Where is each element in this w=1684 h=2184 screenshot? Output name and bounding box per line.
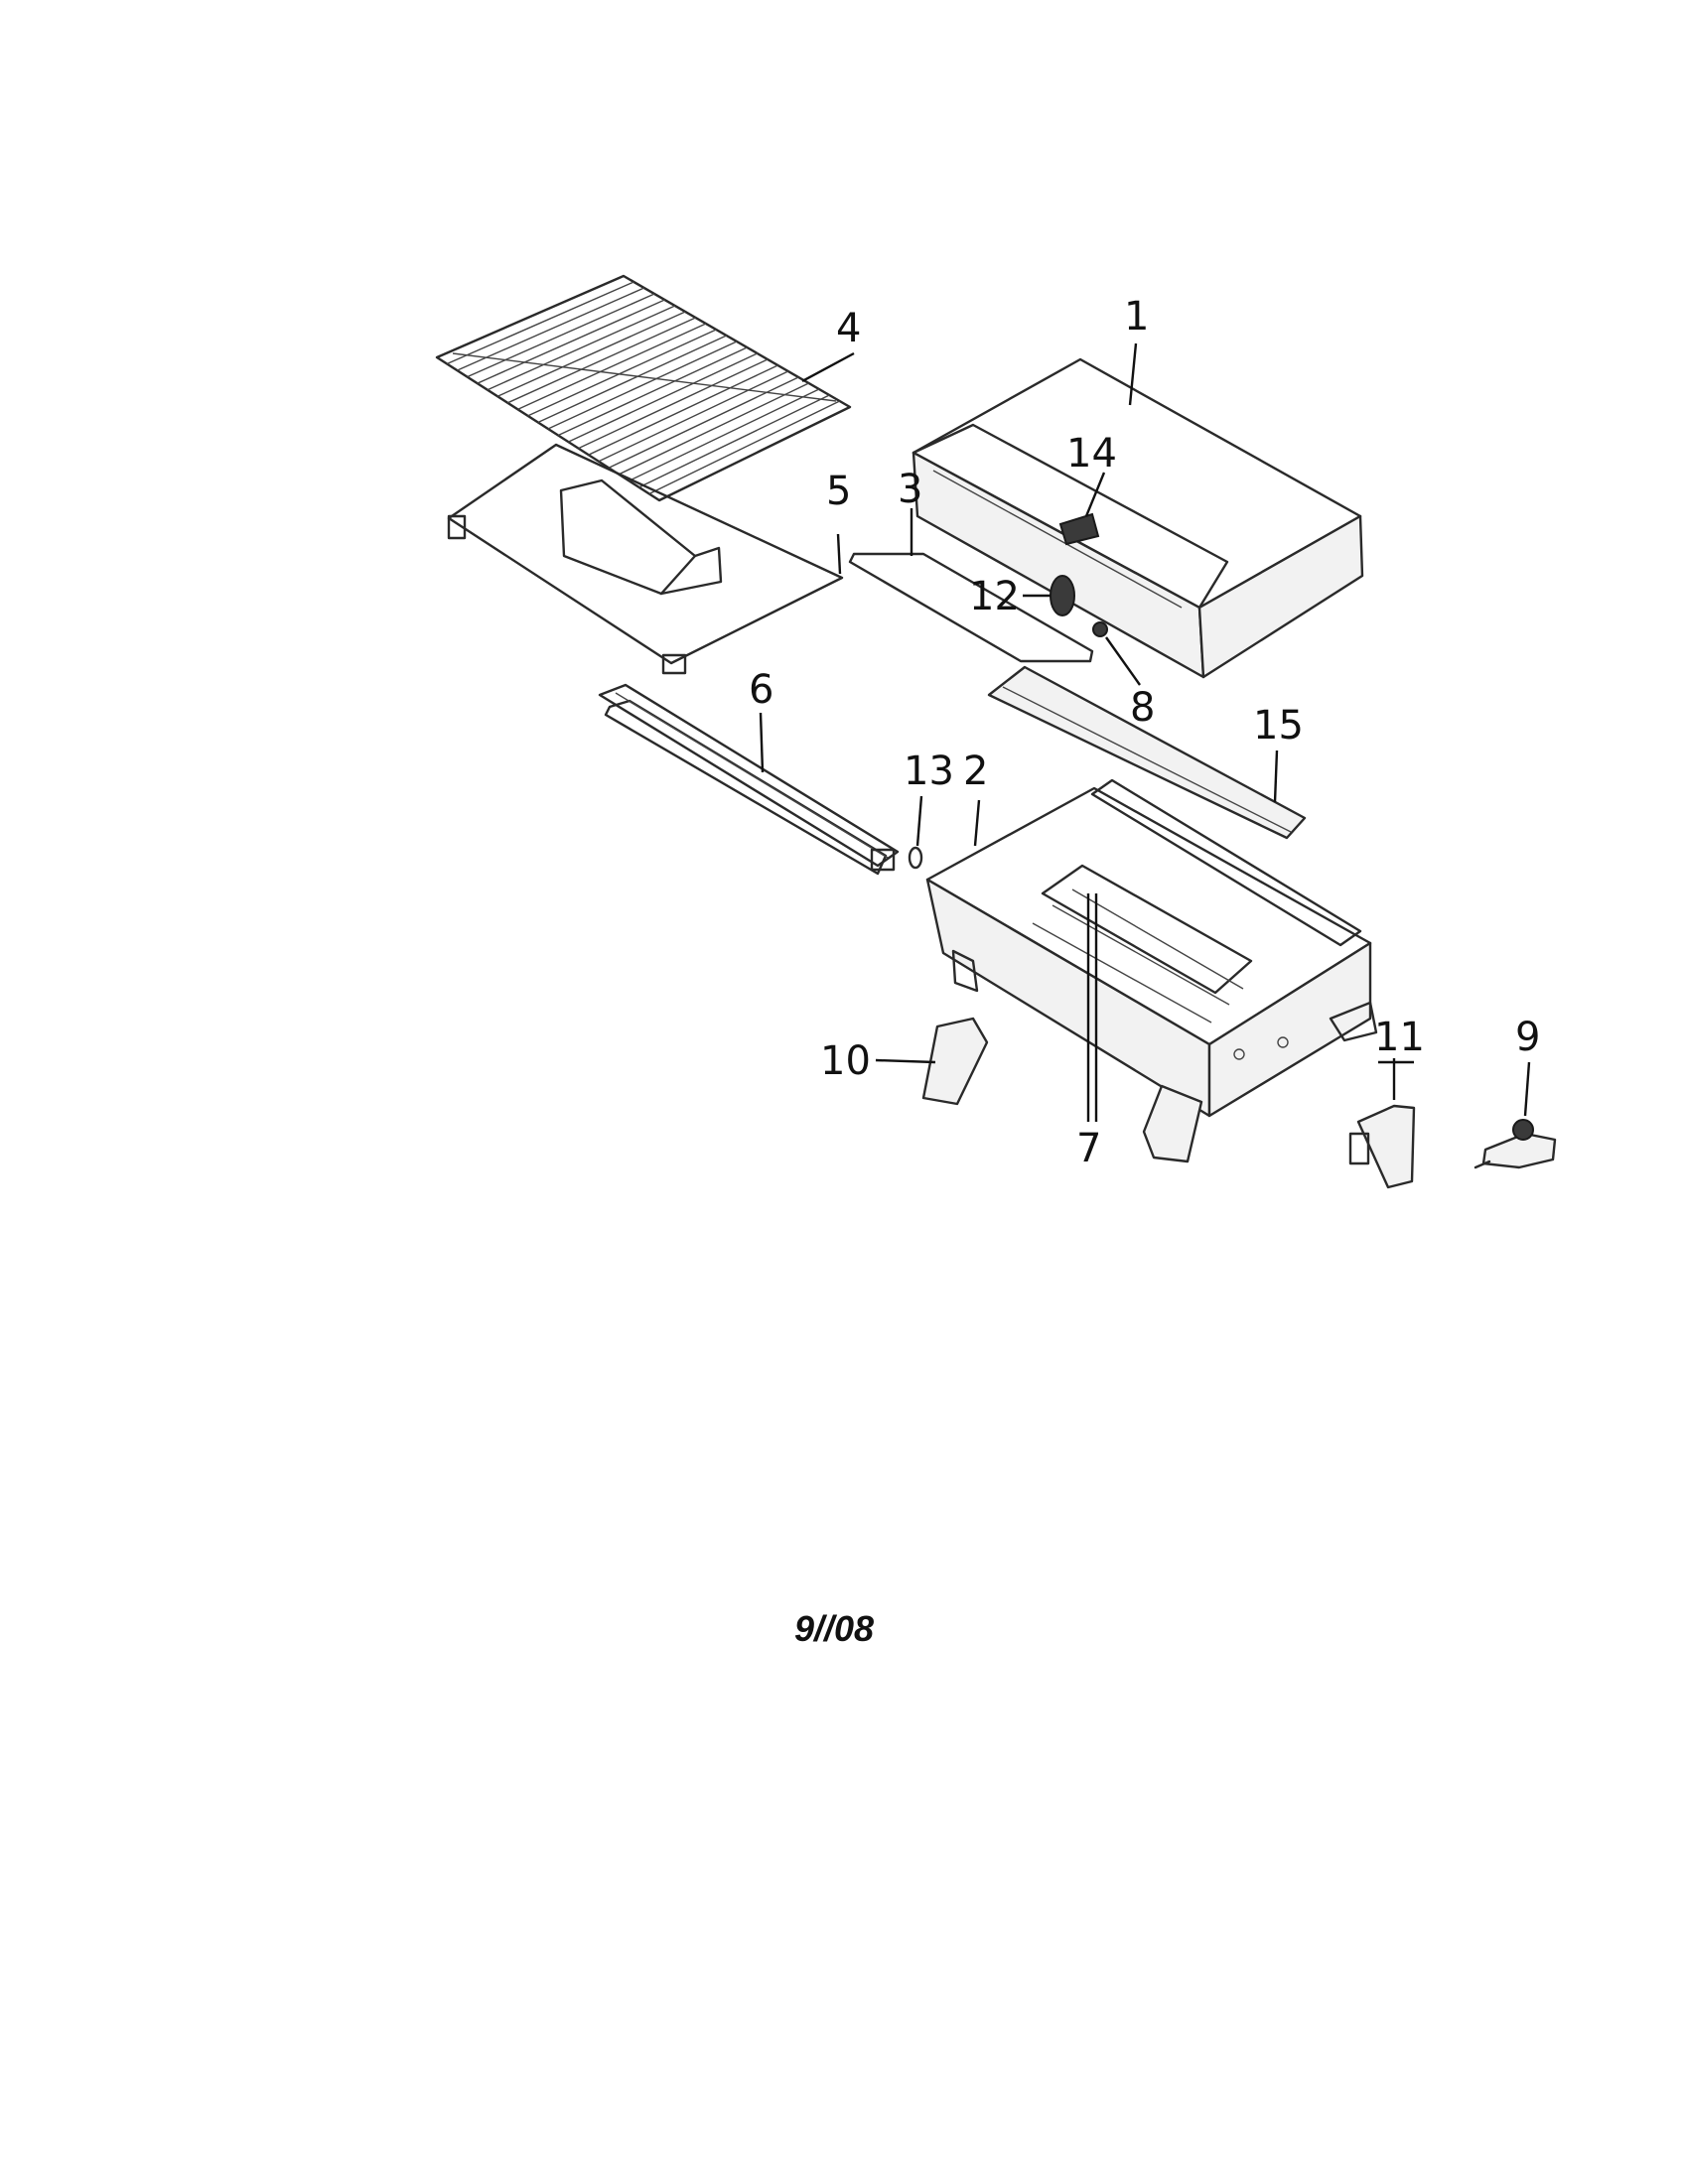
callout-15: 15 — [1253, 703, 1304, 749]
lid-handle — [848, 552, 1094, 663]
grill-lid — [848, 357, 1364, 679]
callout-5: 5 — [826, 469, 851, 514]
side-rail — [598, 683, 900, 876]
callout-11: 11 — [1374, 1015, 1425, 1060]
callout-14: 14 — [1066, 431, 1117, 477]
grid-bar — [557, 346, 748, 437]
grid-bar — [648, 400, 840, 495]
heat-shield — [987, 665, 1307, 840]
grid-bar — [467, 293, 655, 378]
grid-bar — [547, 341, 738, 430]
callout-4: 4 — [836, 306, 861, 351]
callout-13: 13 — [904, 749, 954, 794]
callout-3: 3 — [898, 467, 922, 512]
grid-bar — [506, 317, 696, 404]
grid-bar — [598, 370, 789, 463]
callout-7: 7 — [1076, 1126, 1101, 1171]
revision-date: 9//08 — [793, 1608, 875, 1649]
fastener — [908, 846, 923, 870]
grid-bar — [496, 311, 686, 397]
grid-bar — [527, 329, 717, 417]
heat-plate — [447, 443, 844, 675]
lid-screw — [1092, 621, 1108, 637]
grid-bar — [638, 394, 830, 488]
cooking-grid — [435, 274, 852, 502]
grid-bar — [568, 352, 759, 443]
rear-leg — [1142, 1084, 1203, 1163]
callout-1: 1 — [1124, 294, 1149, 340]
grid-bar — [477, 299, 665, 384]
grid-bar — [537, 335, 727, 424]
grid-bar — [588, 364, 778, 456]
grid-bar — [608, 376, 799, 469]
grid-bar — [446, 281, 634, 365]
grid-bar — [487, 305, 676, 391]
grid-bar — [517, 323, 707, 411]
grid-bar — [618, 382, 809, 476]
firebox — [925, 778, 1378, 1163]
callout-2: 2 — [963, 749, 988, 794]
callout-6: 6 — [749, 667, 773, 713]
control-bracket — [1348, 1104, 1416, 1189]
callout-10: 10 — [820, 1038, 871, 1084]
foot — [921, 1017, 989, 1106]
side-leg — [1329, 1001, 1378, 1042]
thermometer — [1050, 575, 1075, 616]
callout-9: 9 — [1515, 1015, 1540, 1060]
grid-bar — [578, 358, 769, 450]
grid-bar — [457, 287, 645, 371]
logo-badge — [1058, 512, 1100, 546]
callout-12: 12 — [969, 574, 1020, 619]
grid-bar — [629, 388, 820, 481]
callout-8: 8 — [1130, 685, 1155, 731]
control-valve — [1474, 1119, 1557, 1169]
front-leg — [951, 949, 979, 993]
